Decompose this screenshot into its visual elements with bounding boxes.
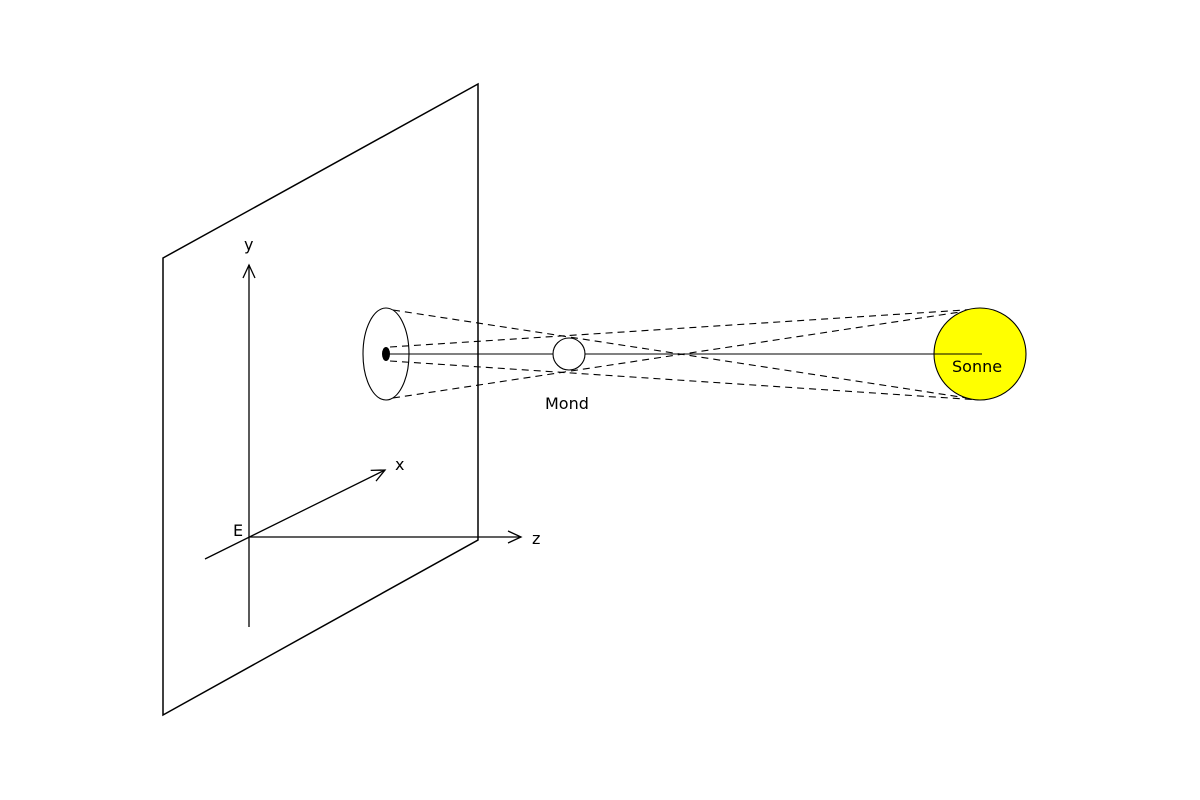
y-axis-label: y	[244, 235, 253, 254]
x-axis	[204, 469, 387, 560]
penumbra-ray-top	[392, 309, 981, 401]
umbra-ray-top	[389, 308, 981, 348]
projection-plane	[162, 82, 479, 717]
moon-label: Mond	[545, 394, 589, 413]
moon-circle	[552, 337, 586, 371]
z-axis-label: z	[532, 529, 540, 548]
origin-label: E	[233, 521, 243, 540]
sun-label: Sonne	[952, 357, 1002, 376]
light-rays	[389, 308, 981, 401]
penumbra-ray-bottom	[392, 308, 981, 399]
umbra-spot	[382, 347, 390, 361]
x-axis-label: x	[395, 455, 404, 474]
umbra-ray-bottom	[389, 360, 981, 401]
